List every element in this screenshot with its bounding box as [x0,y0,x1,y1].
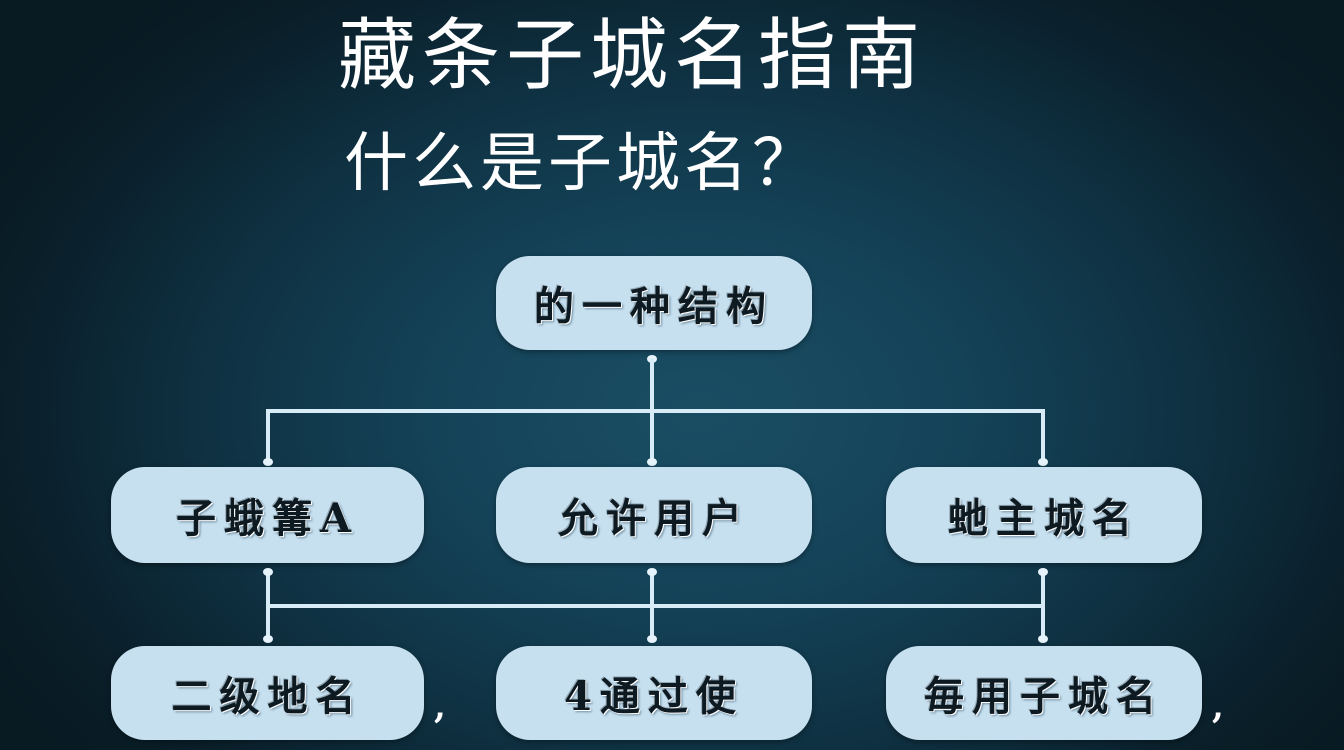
node-label: 毎用子城名 [924,673,1164,720]
connector-line [1041,409,1045,464]
diagram-node-level1-right: 虵主城名 [886,467,1202,563]
connector-arrow-dot [1038,458,1048,466]
connector-arrow-dot [263,458,273,466]
node-label: 虵主城名 [948,495,1140,542]
node-suffix-comma: , [434,687,446,727]
connector-arrow-dot [263,635,273,643]
connector-dot [1038,568,1048,576]
diagram-node-level2-center: 4通过使 [496,646,812,740]
node-label: 允许用户 [558,495,750,542]
node-label: 二级地名 [171,673,364,720]
diagram-node-root: 的一种结构 [496,256,812,350]
connector-line [266,409,1045,413]
node-label: 4通过使 [564,673,744,720]
connector-arrow-dot [647,458,657,466]
diagram-node-level1-center: 允许用户 [496,467,812,563]
node-label: 子蛾篝A [175,495,360,542]
diagram-node-level1-left: 子蛾篝A [111,467,424,563]
connector-line [266,409,270,464]
connector-line [268,604,1043,608]
connector-line [1041,570,1045,640]
page-title: 藏条子城名指南 [338,11,927,101]
connector-arrow-dot [647,635,657,643]
diagram-node-level2-left: 二级地名 [111,646,424,740]
diagram-node-level2-right: 毎用子城名 [886,646,1202,740]
page-subtitle: 什么是子城名？ [344,127,820,201]
node-suffix-comma: , [1212,687,1224,727]
connector-arrow-dot [1038,635,1048,643]
connector-dot [647,568,657,576]
connector-dot [263,568,273,576]
node-label: 的一种结构 [534,283,774,330]
